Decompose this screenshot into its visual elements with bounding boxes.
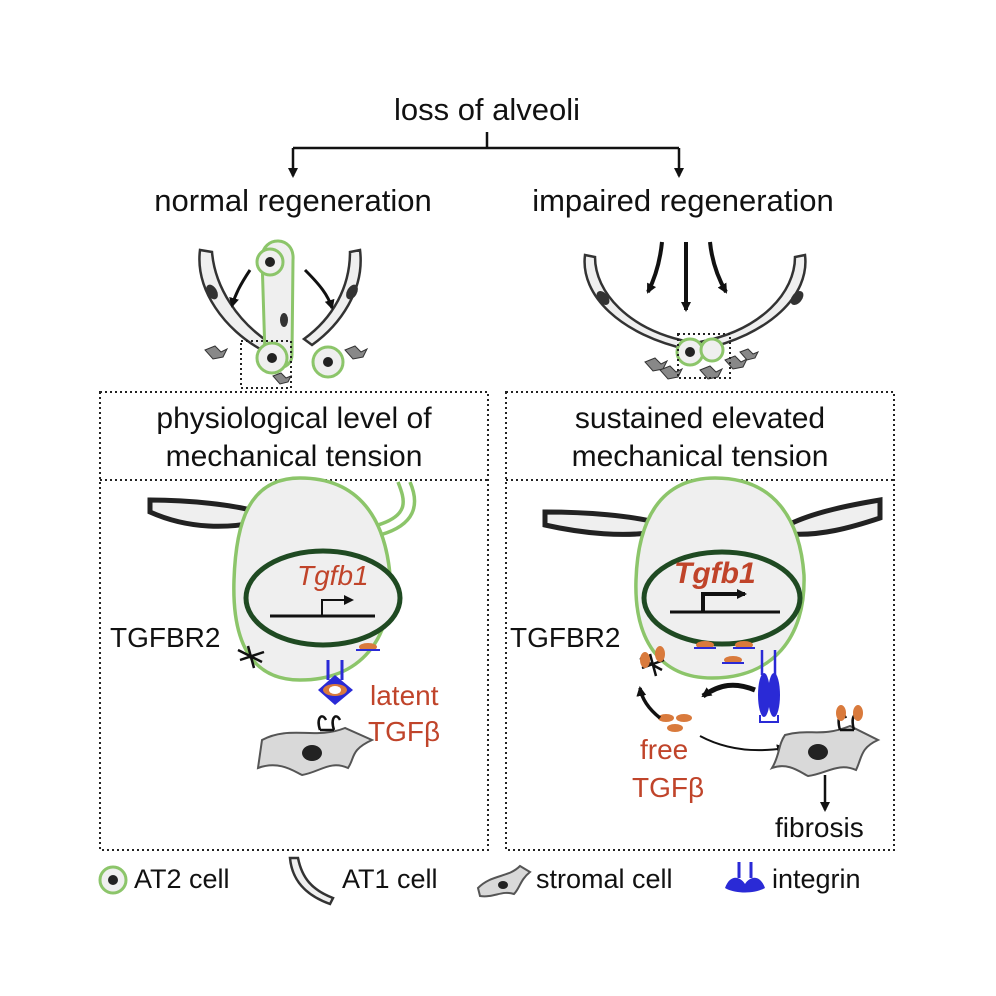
fibrosis-label: fibrosis bbox=[775, 812, 864, 843]
at1-cell-icon bbox=[288, 856, 335, 906]
right-panel-title-line1: sustained elevated bbox=[574, 402, 826, 435]
impaired-regeneration-diagram bbox=[583, 241, 807, 380]
right-panel-detail bbox=[542, 476, 883, 812]
right-gene-label: Tgfb1 bbox=[674, 557, 756, 590]
right-panel-title: sustained elevated mechanical tension bbox=[572, 400, 829, 476]
tgfbr2-receptor-bound-icon bbox=[639, 646, 665, 677]
title-loss-of-alveoli: loss of alveoli bbox=[393, 92, 581, 127]
label-impaired-regeneration: impaired regeneration bbox=[532, 183, 834, 218]
legend-stromal-label: stromal cell bbox=[536, 864, 673, 894]
at2-cell-icon bbox=[98, 865, 128, 895]
tgfbr2-receptor-icon bbox=[237, 645, 265, 669]
left-panel-title-line1: physiological level of bbox=[156, 402, 432, 435]
legend-at1-label: AT1 cell bbox=[342, 864, 438, 894]
tgfb-vesicles bbox=[694, 641, 755, 664]
right-ligand-line2: TGFβ bbox=[632, 772, 705, 803]
left-panel-title: physiological level of mechanical tensio… bbox=[156, 400, 431, 476]
left-panel-title-line2: mechanical tension bbox=[165, 440, 423, 473]
left-gene-label: Tgfb1 bbox=[297, 560, 369, 591]
integrin-latent-complex-icon bbox=[318, 660, 353, 705]
label-normal-regeneration: normal regeneration bbox=[154, 183, 432, 218]
right-panel-frame bbox=[505, 391, 895, 851]
integrin-icon bbox=[725, 862, 765, 893]
left-ligand-line2: TGFβ bbox=[368, 716, 441, 747]
right-receptor-label: TGFBR2 bbox=[510, 622, 621, 653]
stretched-integrin-icon bbox=[758, 650, 780, 723]
normal-regeneration-diagram bbox=[198, 239, 369, 389]
legend-icons bbox=[98, 856, 765, 906]
legend-integrin-label: integrin bbox=[772, 864, 861, 894]
left-panel-detail bbox=[147, 476, 417, 777]
left-receptor-label: TGFBR2 bbox=[110, 622, 221, 653]
legend-at2-label: AT2 cell bbox=[134, 864, 230, 894]
left-panel-frame bbox=[99, 391, 489, 851]
stromal-cell-icon bbox=[476, 864, 532, 898]
left-ligand-line1: latent bbox=[370, 680, 439, 711]
right-panel-title-line2: mechanical tension bbox=[571, 440, 829, 473]
right-ligand-line1: free bbox=[640, 734, 689, 765]
branch-arrow bbox=[288, 132, 684, 178]
